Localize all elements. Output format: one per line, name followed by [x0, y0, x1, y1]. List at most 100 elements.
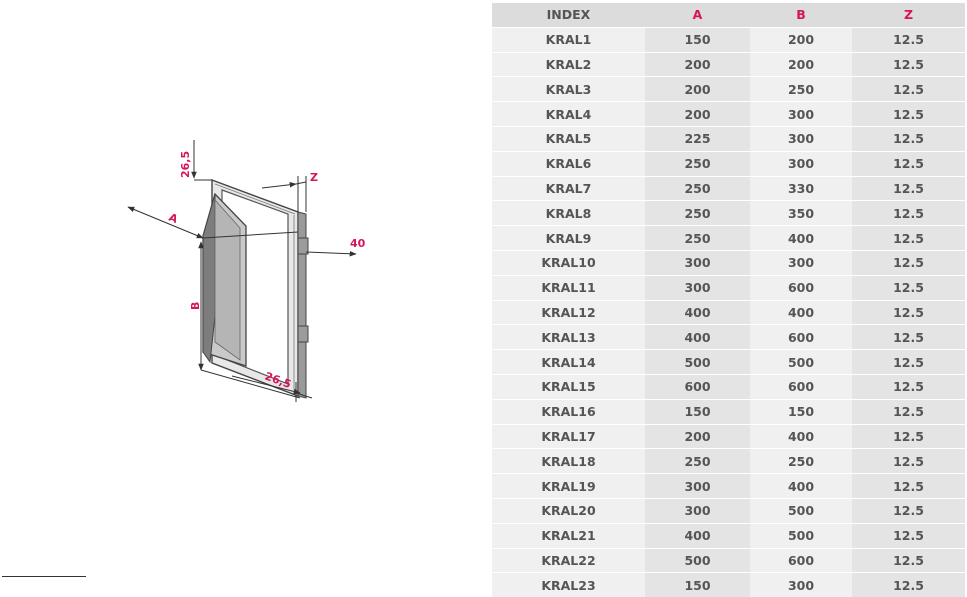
cell-z: 12.5: [852, 398, 965, 425]
column-header-index: INDEX: [492, 3, 645, 28]
cell-a: 400: [645, 522, 750, 549]
cell-a: 400: [645, 299, 750, 325]
cell-a: 300: [645, 497, 750, 524]
cell-z: 12.5: [852, 274, 965, 301]
cell-index: KRAL11: [492, 274, 645, 301]
cell-b: 600: [750, 274, 852, 301]
cell-index: KRAL6: [492, 150, 645, 177]
cell-a: 250: [645, 200, 750, 226]
cell-index: KRAL10: [492, 249, 645, 276]
cell-a: 225: [645, 125, 750, 152]
cell-index: KRAL13: [492, 324, 645, 350]
cell-a: 200: [645, 101, 750, 127]
dimension-lines: [127, 140, 357, 402]
cell-z: 12.5: [852, 522, 965, 549]
cell-b: 250: [750, 448, 852, 474]
cell-z: 12.5: [852, 497, 965, 524]
access-panel-drawing: A B Z 40 26,5 26,5: [0, 0, 490, 579]
cell-a: 300: [645, 249, 750, 276]
cell-b: 400: [750, 473, 852, 499]
cell-index: KRAL12: [492, 299, 645, 325]
cell-b: 250: [750, 76, 852, 102]
cell-a: 500: [645, 349, 750, 375]
cell-a: 200: [645, 423, 750, 449]
cell-a: 250: [645, 225, 750, 251]
cell-a: 150: [645, 26, 750, 53]
cell-index: KRAL19: [492, 473, 645, 499]
cell-index: KRAL1: [492, 26, 645, 53]
cell-index: KRAL20: [492, 497, 645, 524]
cell-z: 12.5: [852, 51, 965, 77]
access-panel-diagram: A B Z 40 26,5 26,5: [127, 140, 366, 402]
dim-label-top-flange: 26,5: [179, 151, 192, 178]
cell-a: 250: [645, 448, 750, 474]
cell-z: 12.5: [852, 249, 965, 276]
table-header-row: INDEX A B Z: [492, 3, 965, 28]
cell-b: 400: [750, 423, 852, 449]
cell-index: KRAL18: [492, 448, 645, 474]
column-header-a: A: [645, 3, 750, 28]
cell-a: 300: [645, 473, 750, 499]
cell-z: 12.5: [852, 26, 965, 53]
cell-b: 600: [750, 373, 852, 400]
cell-z: 12.5: [852, 101, 965, 127]
cell-b: 300: [750, 125, 852, 152]
cell-b: 300: [750, 101, 852, 127]
cell-z: 12.5: [852, 225, 965, 251]
cell-z: 12.5: [852, 200, 965, 226]
footnote-divider: [2, 576, 86, 577]
cell-b: 400: [750, 299, 852, 325]
cell-b: 400: [750, 225, 852, 251]
cell-z: 12.5: [852, 299, 965, 325]
cell-b: 300: [750, 249, 852, 276]
cell-a: 150: [645, 572, 750, 597]
cell-index: KRAL9: [492, 225, 645, 251]
cell-z: 12.5: [852, 373, 965, 400]
dim-label-depth: 40: [350, 237, 366, 250]
cell-a: 300: [645, 274, 750, 301]
cell-a: 250: [645, 150, 750, 177]
cell-z: 12.5: [852, 324, 965, 350]
cell-index: KRAL7: [492, 175, 645, 201]
cell-a: 200: [645, 51, 750, 77]
cell-b: 300: [750, 150, 852, 177]
cell-z: 12.5: [852, 175, 965, 201]
cell-b: 600: [750, 324, 852, 350]
cell-index: KRAL21: [492, 522, 645, 549]
cell-b: 330: [750, 175, 852, 201]
cell-b: 500: [750, 522, 852, 549]
cell-b: 300: [750, 572, 852, 597]
cell-index: KRAL14: [492, 349, 645, 375]
cell-b: 500: [750, 349, 852, 375]
cell-z: 12.5: [852, 76, 965, 102]
dim-label-z: Z: [310, 171, 318, 184]
cell-a: 600: [645, 373, 750, 400]
open-door-panel: [202, 192, 247, 367]
cell-z: 12.5: [852, 349, 965, 375]
cell-z: 12.5: [852, 125, 965, 152]
cell-index: KRAL16: [492, 398, 645, 425]
column-header-z: Z: [852, 3, 965, 28]
cell-a: 400: [645, 324, 750, 350]
